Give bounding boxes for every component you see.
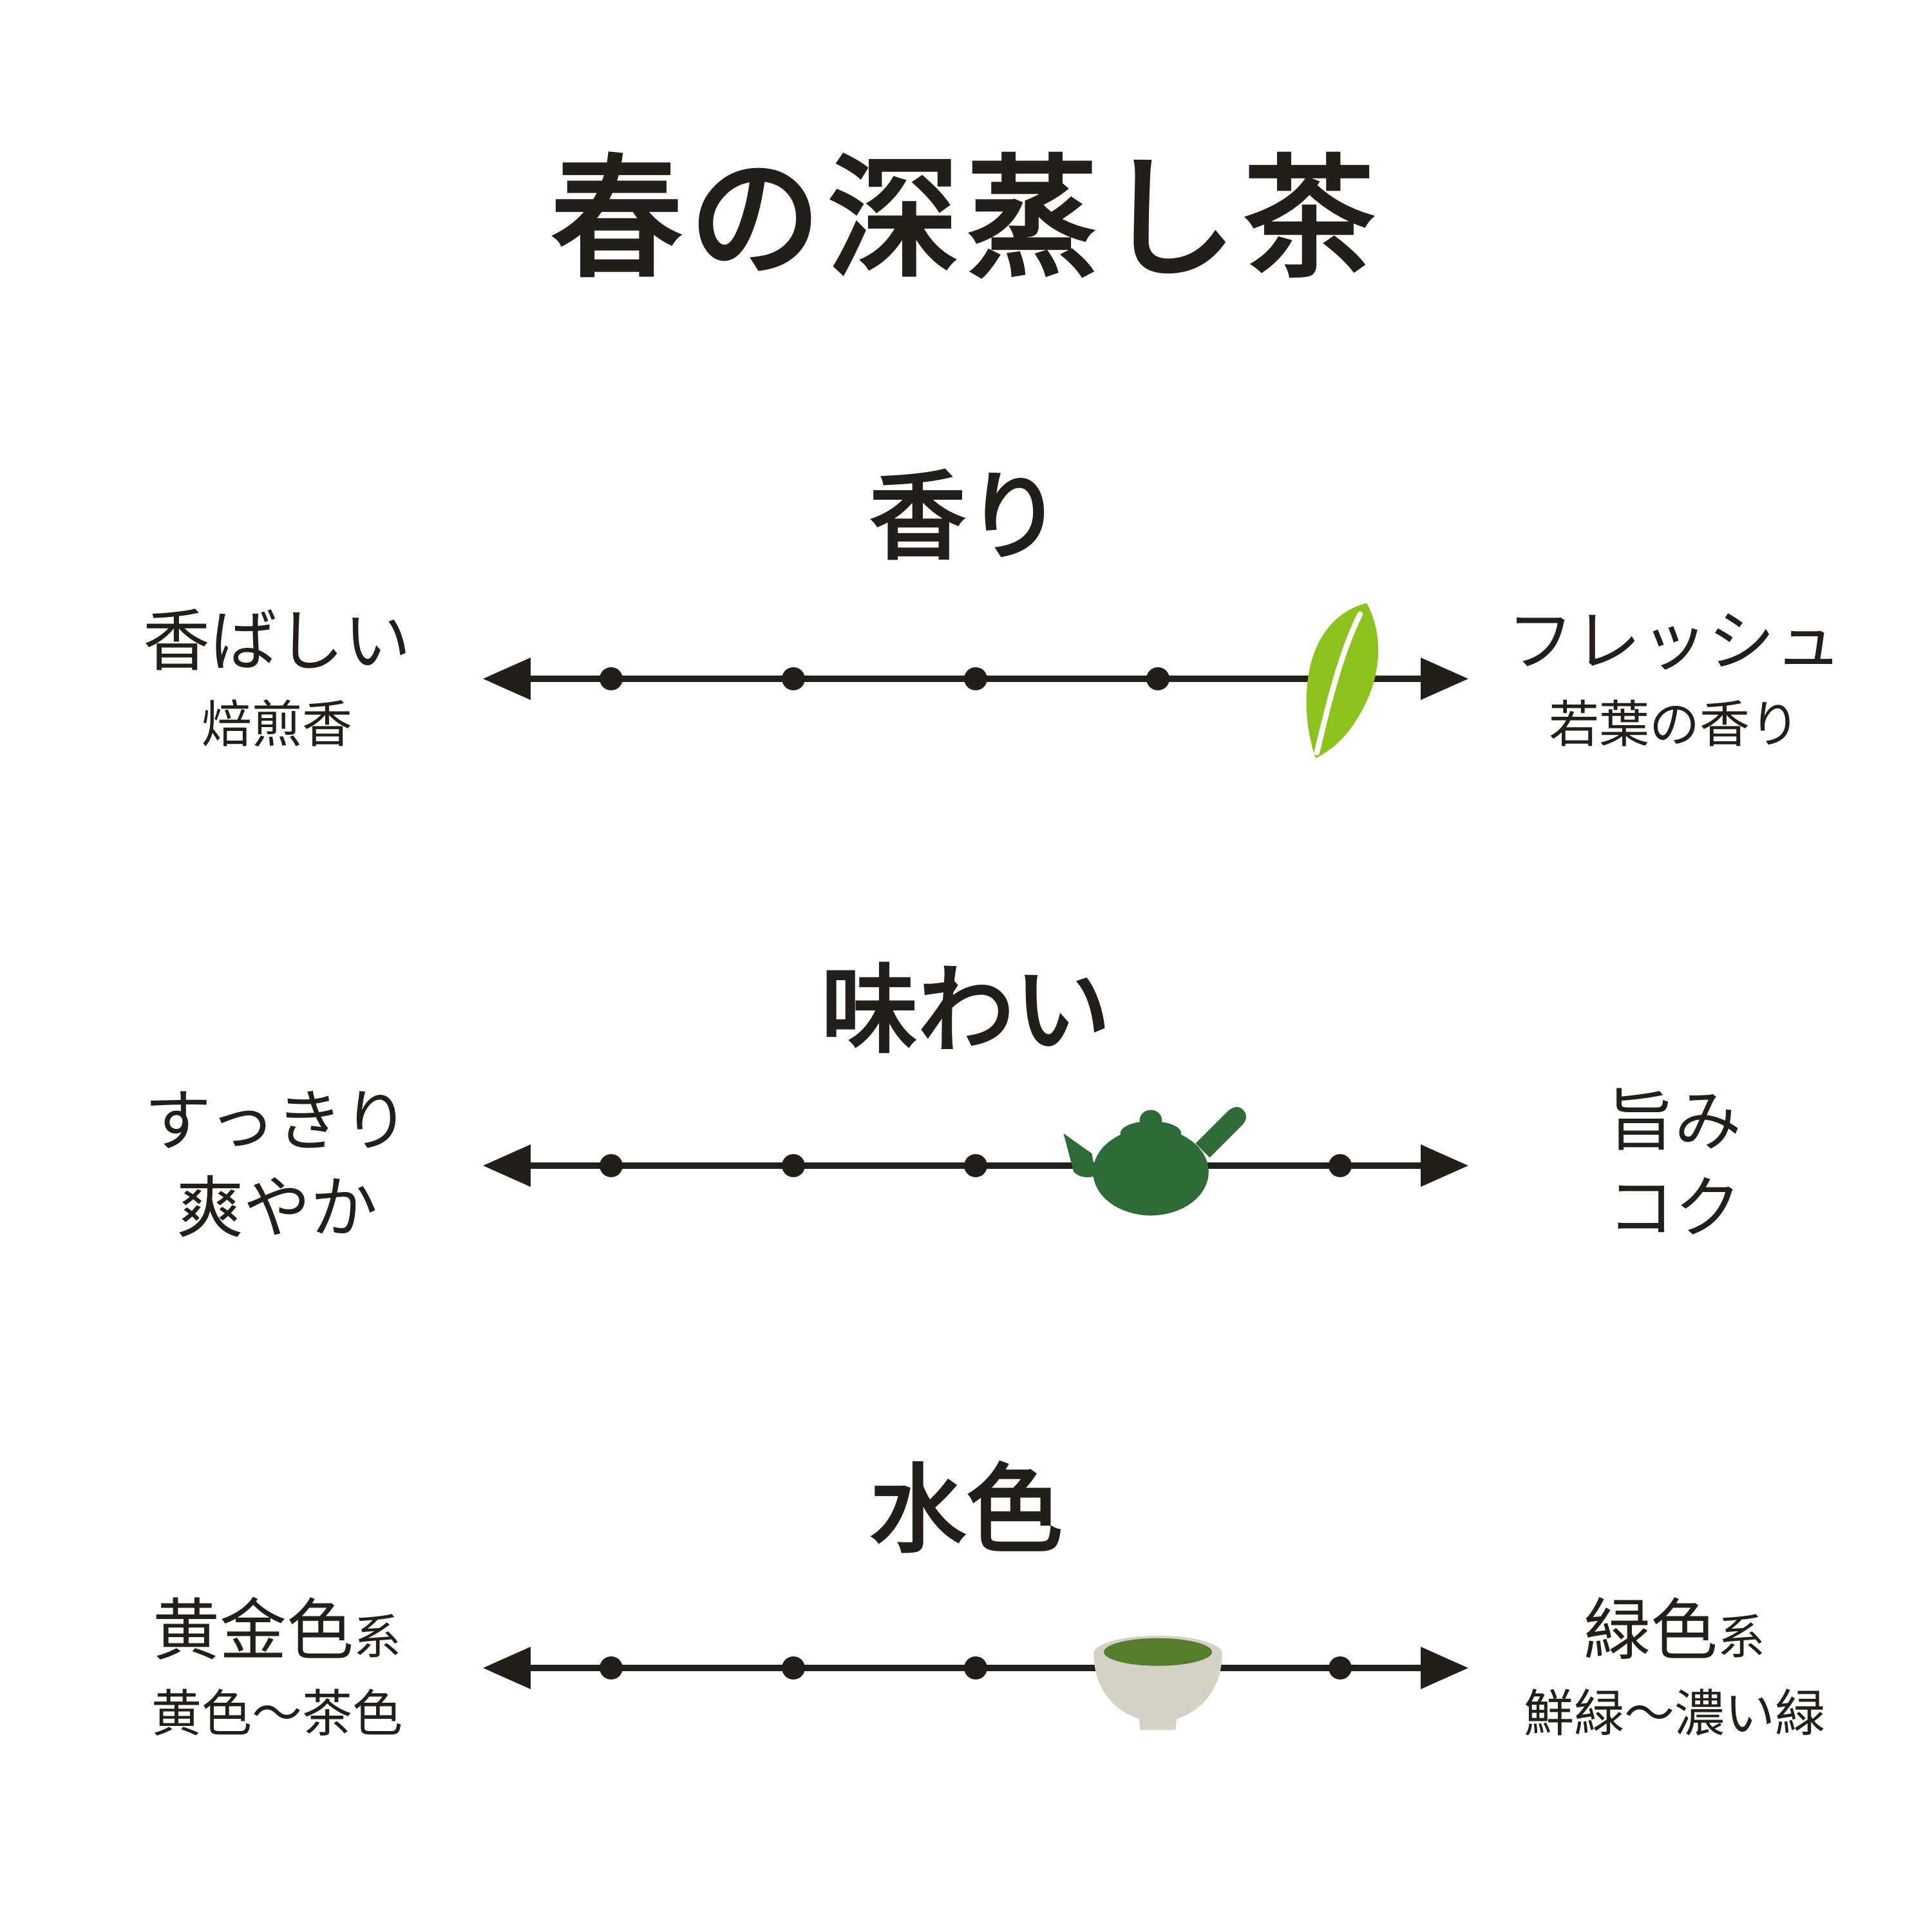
left-arrowhead-icon xyxy=(483,658,531,700)
liquor-left-label-group: 黄金色系 黄色〜茶色 xyxy=(90,1588,464,1748)
taste-scale: すっきり 爽やか 旨み コク xyxy=(0,1037,1932,1294)
taste-left-label-group: すっきり 爽やか xyxy=(90,1079,464,1253)
liquor-left-label: 黄金色系 xyxy=(90,1588,464,1675)
aroma-track xyxy=(483,550,1468,808)
tick-dot xyxy=(781,667,805,690)
left-arrowhead-icon xyxy=(483,1647,531,1689)
liquor-right-label: 緑色系 xyxy=(1488,1588,1861,1675)
taste-left-label-line2: 爽やか xyxy=(176,1171,377,1246)
liquor-right-sublabel: 鮮緑〜濃い緑 xyxy=(1523,1685,1825,1742)
leaf-icon xyxy=(1285,600,1396,761)
tick-dot xyxy=(964,1154,987,1177)
aroma-right-sublabel: 若葉の香り xyxy=(1548,696,1800,753)
tick-dot xyxy=(1329,1656,1352,1680)
aroma-left-label: 香ばしい xyxy=(142,604,411,679)
tick-dot xyxy=(964,1656,987,1680)
tick-dot xyxy=(599,1154,623,1177)
aroma-left-label-group: 香ばしい 焙煎香 xyxy=(90,599,464,759)
tick-dot xyxy=(781,1656,805,1680)
liquor-right-label-suffix: 系 xyxy=(1718,1610,1765,1664)
aroma-left-sublabel: 焙煎香 xyxy=(201,696,352,753)
taste-track xyxy=(483,1037,1468,1294)
aroma-right-label-group: フレッシュ 若葉の香り xyxy=(1488,599,1861,759)
right-arrowhead-icon xyxy=(1421,658,1468,700)
liquor-color-heading: 水色 xyxy=(869,1458,1063,1565)
tick-dot xyxy=(599,667,623,690)
tick-dot xyxy=(964,667,987,690)
taste-right-label-line1: 旨み xyxy=(1607,1084,1741,1159)
tick-dot xyxy=(1329,1154,1352,1177)
left-arrowhead-icon xyxy=(483,1144,531,1187)
liquor-left-sublabel: 黄色〜茶色 xyxy=(151,1685,402,1742)
right-arrowhead-icon xyxy=(1421,1647,1468,1689)
taste-heading: 味わい xyxy=(820,958,1111,1065)
liquor-left-label-main: 黄金色 xyxy=(152,1593,354,1669)
aroma-heading: 香り xyxy=(869,465,1063,572)
teabowl-icon xyxy=(1089,1625,1227,1747)
liquor-left-label-suffix: 系 xyxy=(354,1610,401,1664)
tick-dot xyxy=(599,1656,623,1680)
liquor-right-label-main: 緑色 xyxy=(1583,1593,1718,1669)
tick-dot xyxy=(781,1154,805,1177)
aroma-right-label: フレッシュ xyxy=(1506,604,1842,679)
teapot-icon xyxy=(1061,1091,1255,1223)
page-title: 春の深蒸し茶 xyxy=(551,147,1381,294)
taste-right-label-line2: コク xyxy=(1607,1171,1741,1246)
liquor-right-label-group: 緑色系 鮮緑〜濃い緑 xyxy=(1488,1588,1861,1748)
tick-dot xyxy=(1146,667,1170,690)
taste-right-label-group: 旨み コク xyxy=(1488,1079,1861,1253)
taste-left-label-line1: すっきり xyxy=(144,1084,410,1159)
liquor-color-track xyxy=(483,1539,1468,1797)
aroma-scale: 香ばしい 焙煎香 フレッシュ 若葉の香り xyxy=(0,550,1932,808)
liquor-color-scale: 黄金色系 黄色〜茶色 緑色系 鮮緑〜濃い緑 xyxy=(0,1539,1932,1797)
right-arrowhead-icon xyxy=(1421,1144,1468,1187)
